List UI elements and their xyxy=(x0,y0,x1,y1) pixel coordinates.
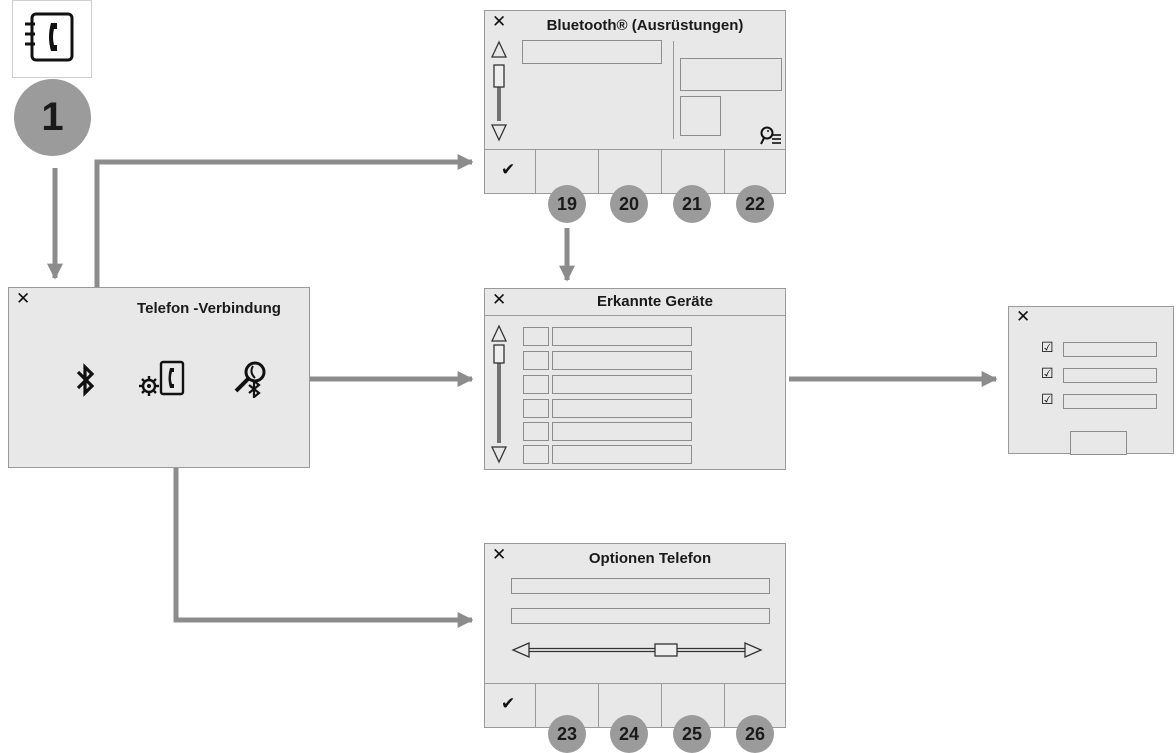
screen-title: Optionen Telefon xyxy=(588,550,712,567)
close-icon[interactable]: ✕ xyxy=(492,12,507,32)
number-badge-22: 22 xyxy=(736,185,774,223)
checkbox[interactable]: ☑ xyxy=(1041,392,1054,408)
option-field xyxy=(1063,342,1157,357)
device-list-item[interactable] xyxy=(552,445,692,464)
device-list-item[interactable] xyxy=(552,351,692,370)
softkey-25[interactable] xyxy=(661,684,724,727)
confirm-button[interactable]: ✔ xyxy=(501,694,516,714)
number-badge-24: 24 xyxy=(610,715,648,753)
softkey-23[interactable] xyxy=(535,684,598,727)
softkey-bar: ✔ xyxy=(485,149,785,193)
number-badge-25: 25 xyxy=(673,715,711,753)
close-icon[interactable]: ✕ xyxy=(16,289,31,309)
arrow-bluetooth-to-bt-screen xyxy=(94,153,474,346)
screen-title: Erkannte Geräte xyxy=(597,293,713,310)
softkey-24[interactable] xyxy=(598,684,661,727)
recognized-devices-screen: ✕ Erkannte Geräte xyxy=(484,288,786,470)
device-list-item[interactable] xyxy=(552,327,692,346)
device-list-item[interactable] xyxy=(552,375,692,394)
number-badge-19: 19 xyxy=(548,185,586,223)
phone-book-icon xyxy=(12,0,92,78)
number-badge-21: 21 xyxy=(673,185,711,223)
device-icon-cell xyxy=(523,399,549,418)
number-badge-26: 26 xyxy=(736,715,774,753)
close-icon[interactable]: ✕ xyxy=(492,545,507,565)
bluetooth-icon[interactable] xyxy=(73,362,99,398)
divider xyxy=(673,41,674,139)
softkey-bar: ✔ xyxy=(485,683,785,727)
device-icon-cell xyxy=(523,445,549,464)
ok-button[interactable] xyxy=(1070,431,1127,455)
phone-options-screen: ✕ Optionen Telefon ✔ xyxy=(484,543,786,728)
bluetooth-search-icon[interactable] xyxy=(231,358,271,398)
softkey-22[interactable] xyxy=(724,150,786,193)
bluetooth-equipment-screen: ✕ Bluetooth® (Ausrüstungen) ✔ xyxy=(484,10,786,194)
telefon-verbindung-screen: ✕ Telefon -Verbindung xyxy=(8,287,310,468)
softkey-21[interactable] xyxy=(661,150,724,193)
close-icon[interactable]: ✕ xyxy=(492,290,507,310)
profile-selection-screen: ✕ ☑ ☑ ☑ xyxy=(1008,306,1174,455)
option-field[interactable] xyxy=(511,608,770,624)
number-badge-23: 23 xyxy=(548,715,586,753)
image-field xyxy=(680,96,721,136)
horizontal-slider[interactable] xyxy=(511,640,763,660)
step-badge: 1 xyxy=(14,79,91,156)
option-field xyxy=(1063,394,1157,409)
softkey-19[interactable] xyxy=(535,150,598,193)
option-field xyxy=(1063,368,1157,383)
arrow-settings-to-options xyxy=(173,418,474,629)
checkbox[interactable]: ☑ xyxy=(1041,340,1054,356)
device-icon-cell xyxy=(523,351,549,370)
softkey-26[interactable] xyxy=(724,684,786,727)
option-field[interactable] xyxy=(511,578,770,594)
phone-settings-icon[interactable] xyxy=(137,358,187,400)
screen-title: Bluetooth® (Ausrüstungen) xyxy=(546,17,744,34)
screen-title: Telefon -Verbindung xyxy=(137,300,281,317)
info-field xyxy=(680,58,782,91)
close-icon[interactable]: ✕ xyxy=(1016,307,1031,327)
device-icon-cell xyxy=(523,422,549,441)
device-list-item[interactable] xyxy=(552,422,692,441)
device-icon-cell xyxy=(523,327,549,346)
checkbox[interactable]: ☑ xyxy=(1041,366,1054,382)
device-list-item[interactable] xyxy=(552,399,692,418)
vertical-scrollbar[interactable] xyxy=(490,39,508,143)
title-divider xyxy=(485,315,785,316)
number-badge-20: 20 xyxy=(610,185,648,223)
vertical-scrollbar[interactable] xyxy=(490,323,508,465)
device-icon-cell xyxy=(523,375,549,394)
softkey-20[interactable] xyxy=(598,150,661,193)
device-name-field xyxy=(522,40,662,64)
search-list-icon[interactable] xyxy=(759,125,783,147)
confirm-button[interactable]: ✔ xyxy=(501,160,516,180)
